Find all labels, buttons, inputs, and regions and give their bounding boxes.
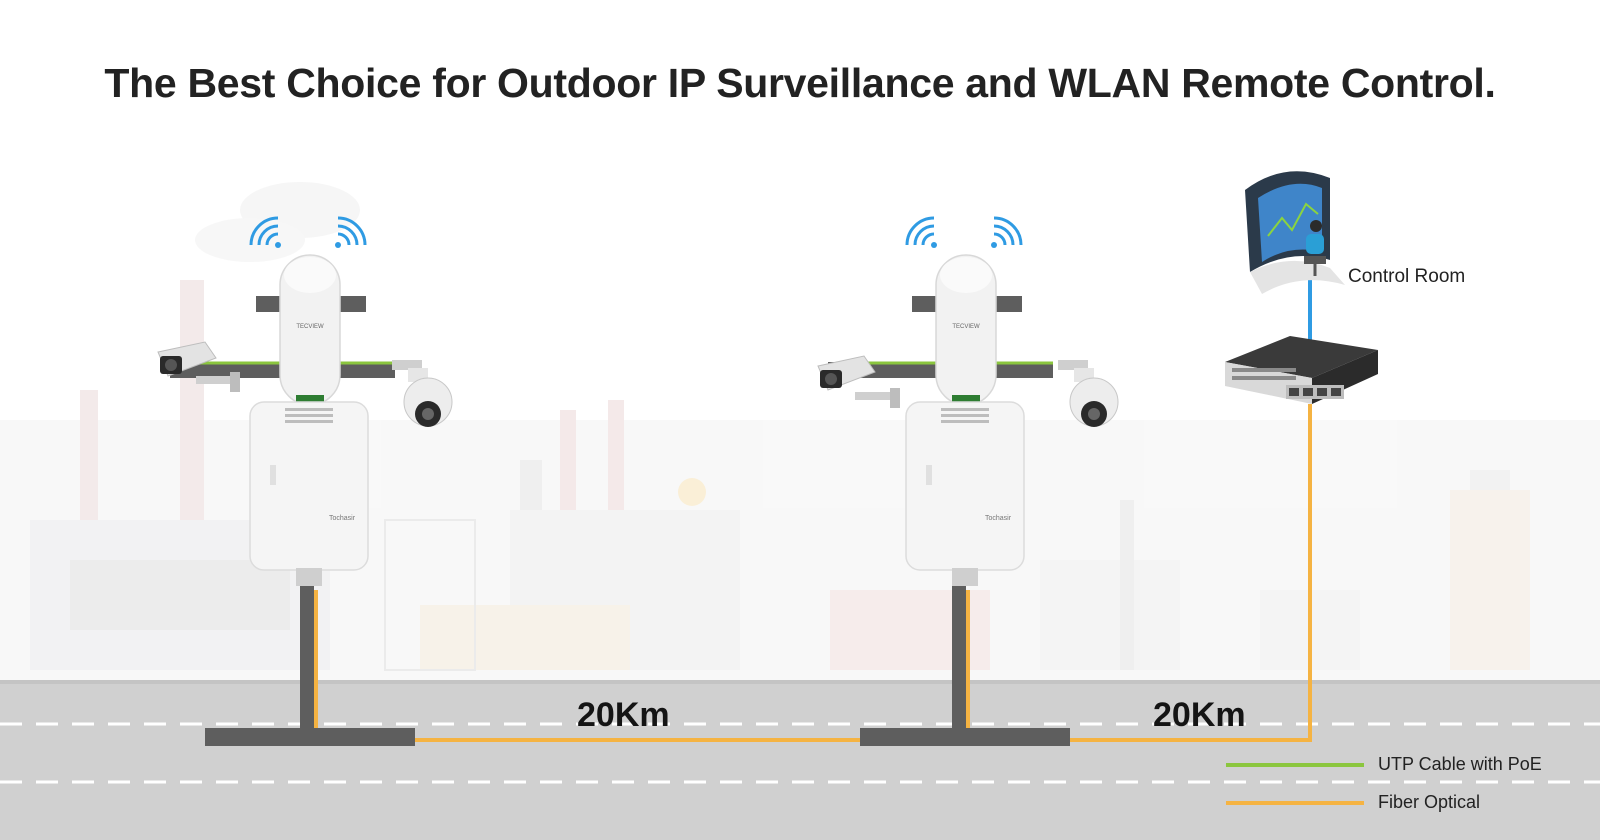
distance-label-right: 20Km: [1153, 696, 1246, 734]
dome-camera-icon: [392, 360, 453, 427]
access-point-icon: TECVIEW: [279, 254, 341, 406]
control-room-label: Control Room: [1348, 266, 1466, 287]
svg-text:TECVIEW: TECVIEW: [296, 324, 324, 330]
legend-swatch-utp: [1226, 762, 1364, 767]
legend-swatch-fiber: [1226, 800, 1364, 805]
site-1: TECVIEW Tochasir: [157, 216, 453, 746]
svg-text:TECVIEW: TECVIEW: [952, 324, 980, 330]
legend-label-fiber: Fiber Optical: [1378, 792, 1481, 812]
distance-label-left: 20Km: [577, 696, 670, 734]
control-room-icon: [1245, 171, 1345, 294]
pole-base: [205, 728, 415, 746]
pole-base: [860, 728, 1070, 746]
legend-item-fiber: Fiber Optical: [1226, 792, 1480, 813]
pole: [300, 580, 314, 730]
network-switch-icon: [1225, 336, 1378, 404]
pole: [952, 580, 966, 730]
bullet-camera-icon: [157, 341, 240, 392]
enclosure-icon: Tochasir: [905, 401, 1025, 586]
road: [0, 680, 1600, 840]
legend-item-utp: UTP Cable with PoE: [1226, 754, 1542, 775]
wifi-icon: [905, 216, 937, 248]
access-point-icon: TECVIEW: [935, 254, 997, 406]
factory-background: [0, 182, 1600, 680]
legend-label-utp: UTP Cable with PoE: [1378, 754, 1542, 774]
enclosure-icon: Tochasir: [249, 401, 369, 586]
svg-text:Tochasir: Tochasir: [985, 515, 1012, 522]
wifi-icon: [335, 216, 367, 248]
site-2: TECVIEW Tochasir: [817, 216, 1119, 746]
dome-camera-icon: [1058, 360, 1119, 427]
wifi-icon: [249, 216, 281, 248]
wifi-icon: [991, 216, 1023, 248]
bullet-camera-icon: [817, 355, 900, 408]
svg-text:Tochasir: Tochasir: [329, 515, 356, 522]
page-title: The Best Choice for Outdoor IP Surveilla…: [104, 60, 1496, 106]
